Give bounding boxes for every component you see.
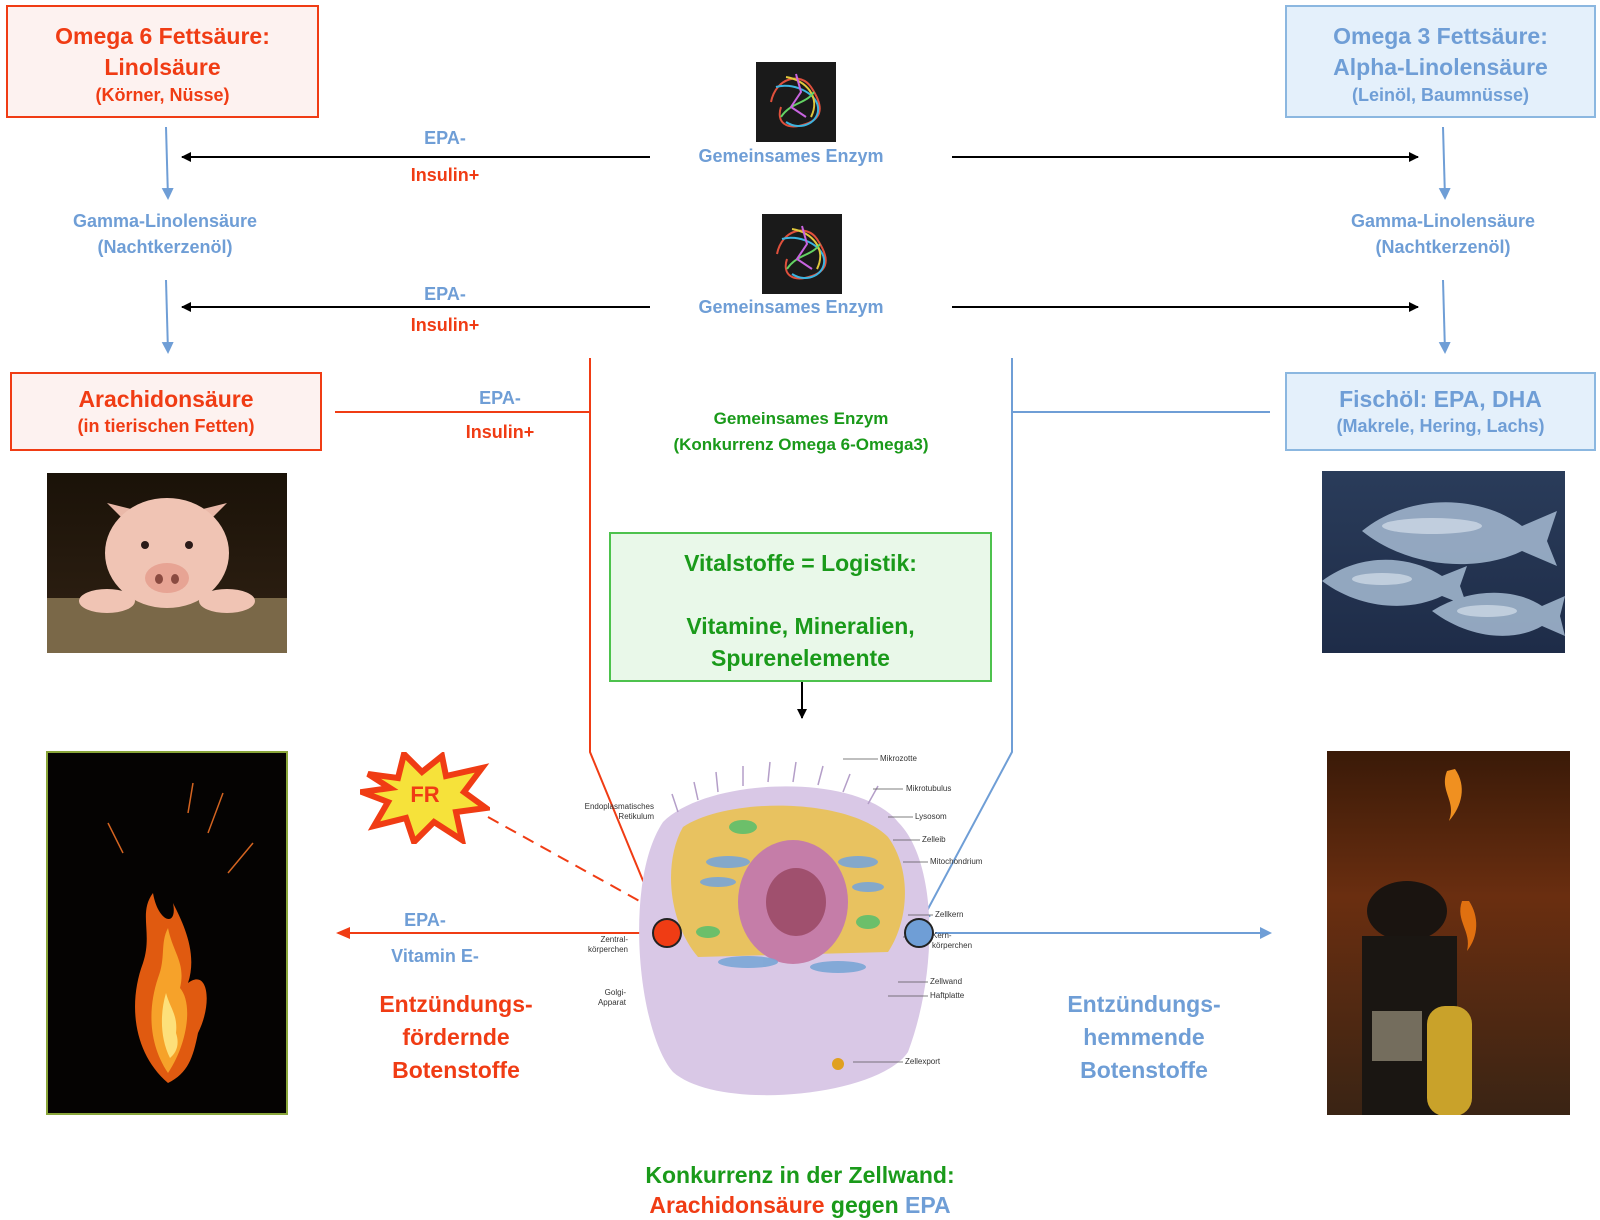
footer: Konkurrenz in der Zellwand: Arachidonsäu… <box>500 1160 1100 1220</box>
firefighter-photo <box>1327 751 1570 1115</box>
fr-badge: FR <box>360 752 490 844</box>
cell-label-zellwand: Zellwand <box>930 977 963 986</box>
cell-label-kern-1: Kern- <box>932 931 952 940</box>
gla-left: Gamma-Linolensäure (Nachtkerzenöl) <box>40 208 290 260</box>
omega6-title-line1: Omega 6 Fettsäure: <box>55 23 270 49</box>
footer-line2: Arachidonsäure gegen EPA <box>500 1190 1100 1220</box>
fire-photo <box>46 751 288 1115</box>
cell-label-haftplatte: Haftplatte <box>930 991 965 1000</box>
right-down-arrow-1 <box>1438 126 1451 200</box>
right-out-line3: Botenstoffe <box>1080 1057 1208 1083</box>
cell-label-kern: Kern- körperchen <box>932 931 972 951</box>
right-out-line1: Entzündungs- <box>1067 991 1221 1017</box>
cell-label-zentral: Zentral- körperchen <box>568 935 628 955</box>
gla-left-sources: (Nachtkerzenöl) <box>97 237 233 257</box>
right-out-line2: hemmende <box>1083 1024 1205 1050</box>
cell-label-er-2: Retikulum <box>618 812 654 821</box>
fischoel-to-cell <box>920 358 1013 924</box>
arachidon-sources: (in tierischen Fetten) <box>77 416 255 436</box>
vital-line3: Spurenelemente <box>711 645 890 671</box>
arachidon-receptor-dot <box>652 918 682 948</box>
left-out-label: Entzündungs- fördernde Botenstoffe <box>340 988 572 1087</box>
left-out-vitamin: Vitamin E- <box>391 946 479 966</box>
cell-label-mikrozotte: Mikrozotte <box>880 754 917 763</box>
left-out-epa: EPA- <box>404 910 446 930</box>
enzyme3-label-line1: Gemeinsames Enzym <box>713 409 889 428</box>
fischoel-sources: (Makrele, Hering, Lachs) <box>1336 416 1545 436</box>
fish-photo <box>1322 471 1565 653</box>
vital-box: Vitalstoffe = Logistik: Vitamine, Minera… <box>609 532 992 682</box>
arachidon-box: Arachidonsäure (in tierischen Fetten) <box>10 372 322 451</box>
footer-gegen: gegen <box>824 1192 906 1218</box>
enzyme3-epa: EPA- <box>479 388 521 408</box>
right-down-arrow-2 <box>1438 279 1451 354</box>
omega3-title-line1: Omega 3 Fettsäure: <box>1333 23 1548 49</box>
cell-label-golgi-2: Apparat <box>597 998 626 1007</box>
enzyme-molecule-image-1 <box>756 62 836 142</box>
cell-label-er-1: Endoplasmatisches <box>584 802 654 811</box>
fischoel-title: Fischöl: EPA, DHA <box>1339 386 1542 412</box>
left-down-arrow-1 <box>161 126 174 200</box>
cell-label-golgi: Golgi- Apparat <box>568 988 626 1008</box>
enzyme-molecule-image-2 <box>762 214 842 294</box>
cell-illustration: Mikrozotte Mikrotubulus Lysosom Zelleib … <box>568 752 1028 1122</box>
omega6-title-line2: Linolsäure <box>104 54 221 80</box>
enzyme3-insulin: Insulin+ <box>465 422 535 442</box>
vital-line2: Vitamine, Mineralien, <box>686 613 915 639</box>
omega3-title-line2: Alpha-Linolensäure <box>1333 54 1548 80</box>
enzyme1-label: Gemeinsames Enzym <box>698 146 884 166</box>
cell-label-mitochondrium: Mitochondrium <box>930 857 983 866</box>
epa-receptor-dot <box>904 918 934 948</box>
left-out-line1: Entzündungs- <box>379 991 533 1017</box>
left-out-line3: Botenstoffe <box>392 1057 520 1083</box>
arachidon-title: Arachidonsäure <box>78 386 254 412</box>
right-out-label: Entzündungs- hemmende Botenstoffe <box>1028 988 1260 1087</box>
enzyme1-insulin: Insulin+ <box>410 165 480 185</box>
fr-badge-text: FR <box>410 782 440 807</box>
cell-label-kern-2: körperchen <box>932 941 973 950</box>
enzyme2-label: Gemeinsames Enzym <box>698 297 884 317</box>
vital-line1: Vitalstoffe = Logistik: <box>684 550 917 576</box>
cell-label-zellkern: Zellkern <box>935 910 964 919</box>
omega3-box: Omega 3 Fettsäure: Alpha-Linolensäure (L… <box>1285 5 1596 118</box>
enzyme1-epa: EPA- <box>424 128 466 148</box>
gla-right-sources: (Nachtkerzenöl) <box>1375 237 1511 257</box>
footer-line1: Konkurrenz in der Zellwand: <box>645 1162 955 1188</box>
pig-photo <box>47 473 287 653</box>
enzyme2-epa: EPA- <box>424 284 466 304</box>
footer-arachidon: Arachidonsäure <box>649 1192 825 1218</box>
left-out-line2: fördernde <box>402 1024 510 1050</box>
omega6-sources: (Körner, Nüsse) <box>95 85 230 105</box>
cell-label-zentral-2: körperchen <box>587 945 628 954</box>
fr-dashed-arrow <box>487 816 663 914</box>
gla-right: Gamma-Linolensäure (Nachtkerzenöl) <box>1318 208 1568 260</box>
gla-left-name: Gamma-Linolensäure <box>72 211 258 231</box>
cell-label-er: Endoplasmatisches Retikulum <box>574 802 654 822</box>
cell-label-zelleib: Zelleib <box>922 835 946 844</box>
cell-label-zentral-1: Zentral- <box>600 935 628 944</box>
cell-label-zellexport: Zellexport <box>905 1057 941 1066</box>
cell-label-mikrotubulus: Mikrotubulus <box>906 784 952 793</box>
enzyme2-insulin: Insulin+ <box>410 315 480 335</box>
omega6-box: Omega 6 Fettsäure: Linolsäure (Körner, N… <box>6 5 319 118</box>
cell-label-lysosom: Lysosom <box>915 812 947 821</box>
cell-label-golgi-1: Golgi- <box>604 988 626 997</box>
gla-right-name: Gamma-Linolensäure <box>1350 211 1536 231</box>
fischoel-box: Fischöl: EPA, DHA (Makrele, Hering, Lach… <box>1285 372 1596 451</box>
left-down-arrow-2 <box>161 279 174 354</box>
footer-epa: EPA <box>905 1192 951 1218</box>
enzyme3-label-line2: (Konkurrenz Omega 6-Omega3) <box>673 435 929 454</box>
arachidon-to-cell <box>589 358 661 924</box>
omega3-sources: (Leinöl, Baumnüsse) <box>1351 85 1530 105</box>
enzyme3-label: Gemeinsames Enzym (Konkurrenz Omega 6-Om… <box>620 406 982 458</box>
